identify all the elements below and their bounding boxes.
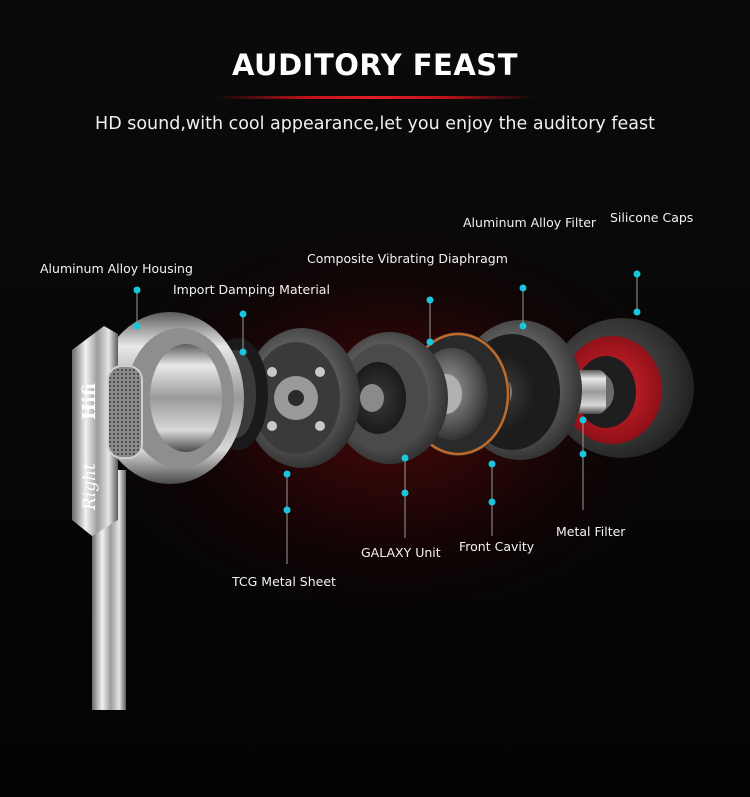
title-underline [215,96,535,99]
dot-housing-bottom [133,322,141,330]
dot-damping-bottom [239,348,247,356]
callout-lines [136,274,638,564]
dot-housing-top [133,286,141,294]
dot-cavity-mid [488,498,496,506]
dot-diaphragm-top [426,296,434,304]
brand-mark-right: Right [80,463,100,511]
label-composite-vibrating-diaphragm: Composite Vibrating Diaphragm [307,251,508,266]
dot-diaphragm-bottom [426,338,434,346]
dot-tcg-mid [283,506,291,514]
label-front-cavity: Front Cavity [459,539,535,554]
banner-subtitle: HD sound,with cool appearance,let you en… [95,114,655,134]
galaxy-unit-part [332,332,448,464]
dot-metal-mid [579,450,587,458]
tcg-metal-sheet-part [244,328,360,468]
dot-caps-bottom [633,308,641,316]
dot-galaxy-top [401,454,409,462]
brand-mark-hifi: Hifi [79,383,100,420]
banner-title: AUDITORY FEAST [232,48,518,82]
dot-damping-top [239,310,247,318]
label-aluminum-alloy-housing: Aluminum Alloy Housing [40,261,193,276]
dot-cavity-top [488,460,496,468]
label-metal-filter: Metal Filter [556,524,626,539]
label-tcg-metal-sheet: TCG Metal Sheet [232,574,336,589]
callout-dots [133,270,641,514]
dot-filter-bottom [519,322,527,330]
aluminum-housing-part: Right Hifi [72,312,244,710]
dot-tcg-top [283,470,291,478]
dot-filter-top [519,284,527,292]
label-aluminum-alloy-filter: Aluminum Alloy Filter [463,215,597,230]
dot-caps-top [633,270,641,278]
dot-galaxy-mid [401,489,409,497]
dot-metal-top [579,416,587,424]
label-silicone-caps: Silicone Caps [610,210,694,225]
label-galaxy-unit: GALAXY Unit [361,545,441,560]
label-import-damping-material: Import Damping Material [173,282,330,297]
